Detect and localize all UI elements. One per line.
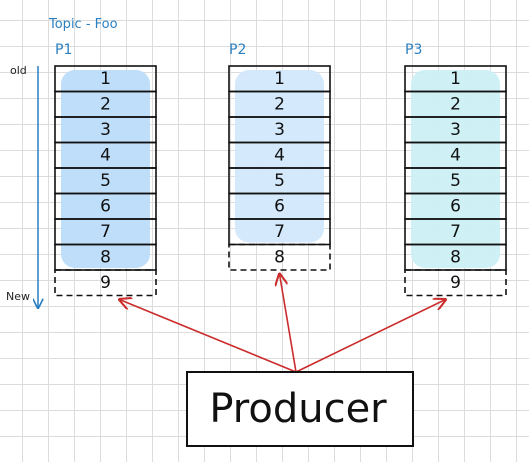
partition-highlight bbox=[235, 70, 324, 243]
partitions: P1 1 2 3 4 5 6 7 8 9 P2 1 2 3 4 5 6 7 8 P3 1 2 3 4 5 6 7 8 9 bbox=[54, 42, 507, 297]
record-offset: 2 bbox=[450, 94, 461, 114]
partition-label: P3 bbox=[405, 42, 422, 58]
producer-label: Producer bbox=[209, 386, 387, 432]
pending-record-cell bbox=[54, 269, 157, 297]
record-offset: 1 bbox=[450, 69, 461, 89]
producer-arrow-2 bbox=[280, 274, 297, 373]
record-offset: 8 bbox=[450, 247, 461, 267]
record-offset: 7 bbox=[450, 222, 461, 242]
record-offset: 6 bbox=[100, 196, 111, 216]
topic-label: Topic - Foo bbox=[48, 17, 118, 32]
partition-1: P1 1 2 3 4 5 6 7 8 9 bbox=[54, 42, 157, 297]
record-offset: 1 bbox=[100, 69, 111, 89]
record-offset: 1 bbox=[274, 69, 285, 89]
partition-3: P3 1 2 3 4 5 6 7 8 9 bbox=[404, 42, 507, 297]
new-label: New bbox=[6, 290, 30, 303]
record-offset: 2 bbox=[274, 94, 285, 114]
record-offset: 4 bbox=[450, 145, 461, 165]
record-offset: 4 bbox=[274, 145, 285, 165]
producer-arrow-3 bbox=[295, 300, 446, 373]
record-offset: 5 bbox=[450, 171, 461, 191]
record-offset: 4 bbox=[100, 145, 111, 165]
pending-record-cell bbox=[228, 243, 331, 271]
pending-record-offset: 8 bbox=[274, 247, 285, 267]
partition-label: P2 bbox=[229, 42, 246, 58]
producer-arrows bbox=[120, 274, 446, 373]
record-offset: 7 bbox=[274, 222, 285, 242]
record-offset: 3 bbox=[100, 120, 111, 140]
producer-box bbox=[186, 371, 414, 447]
record-offset: 5 bbox=[100, 171, 111, 191]
pending-record-offset: 9 bbox=[100, 273, 111, 293]
producer-arrow-1 bbox=[120, 300, 297, 373]
record-offset: 3 bbox=[274, 120, 285, 140]
record-offset: 3 bbox=[450, 120, 461, 140]
record-offset: 8 bbox=[100, 247, 111, 267]
record-offset: 6 bbox=[450, 196, 461, 216]
record-offset: 6 bbox=[274, 196, 285, 216]
old-label: old bbox=[10, 64, 27, 77]
partition-label: P1 bbox=[55, 42, 72, 58]
record-offset: 2 bbox=[100, 94, 111, 114]
record-offset: 5 bbox=[274, 171, 285, 191]
pending-record-cell bbox=[404, 269, 507, 297]
partition-2: P2 1 2 3 4 5 6 7 8 bbox=[228, 42, 331, 271]
pending-record-offset: 9 bbox=[450, 273, 461, 293]
record-offset: 7 bbox=[100, 222, 111, 242]
